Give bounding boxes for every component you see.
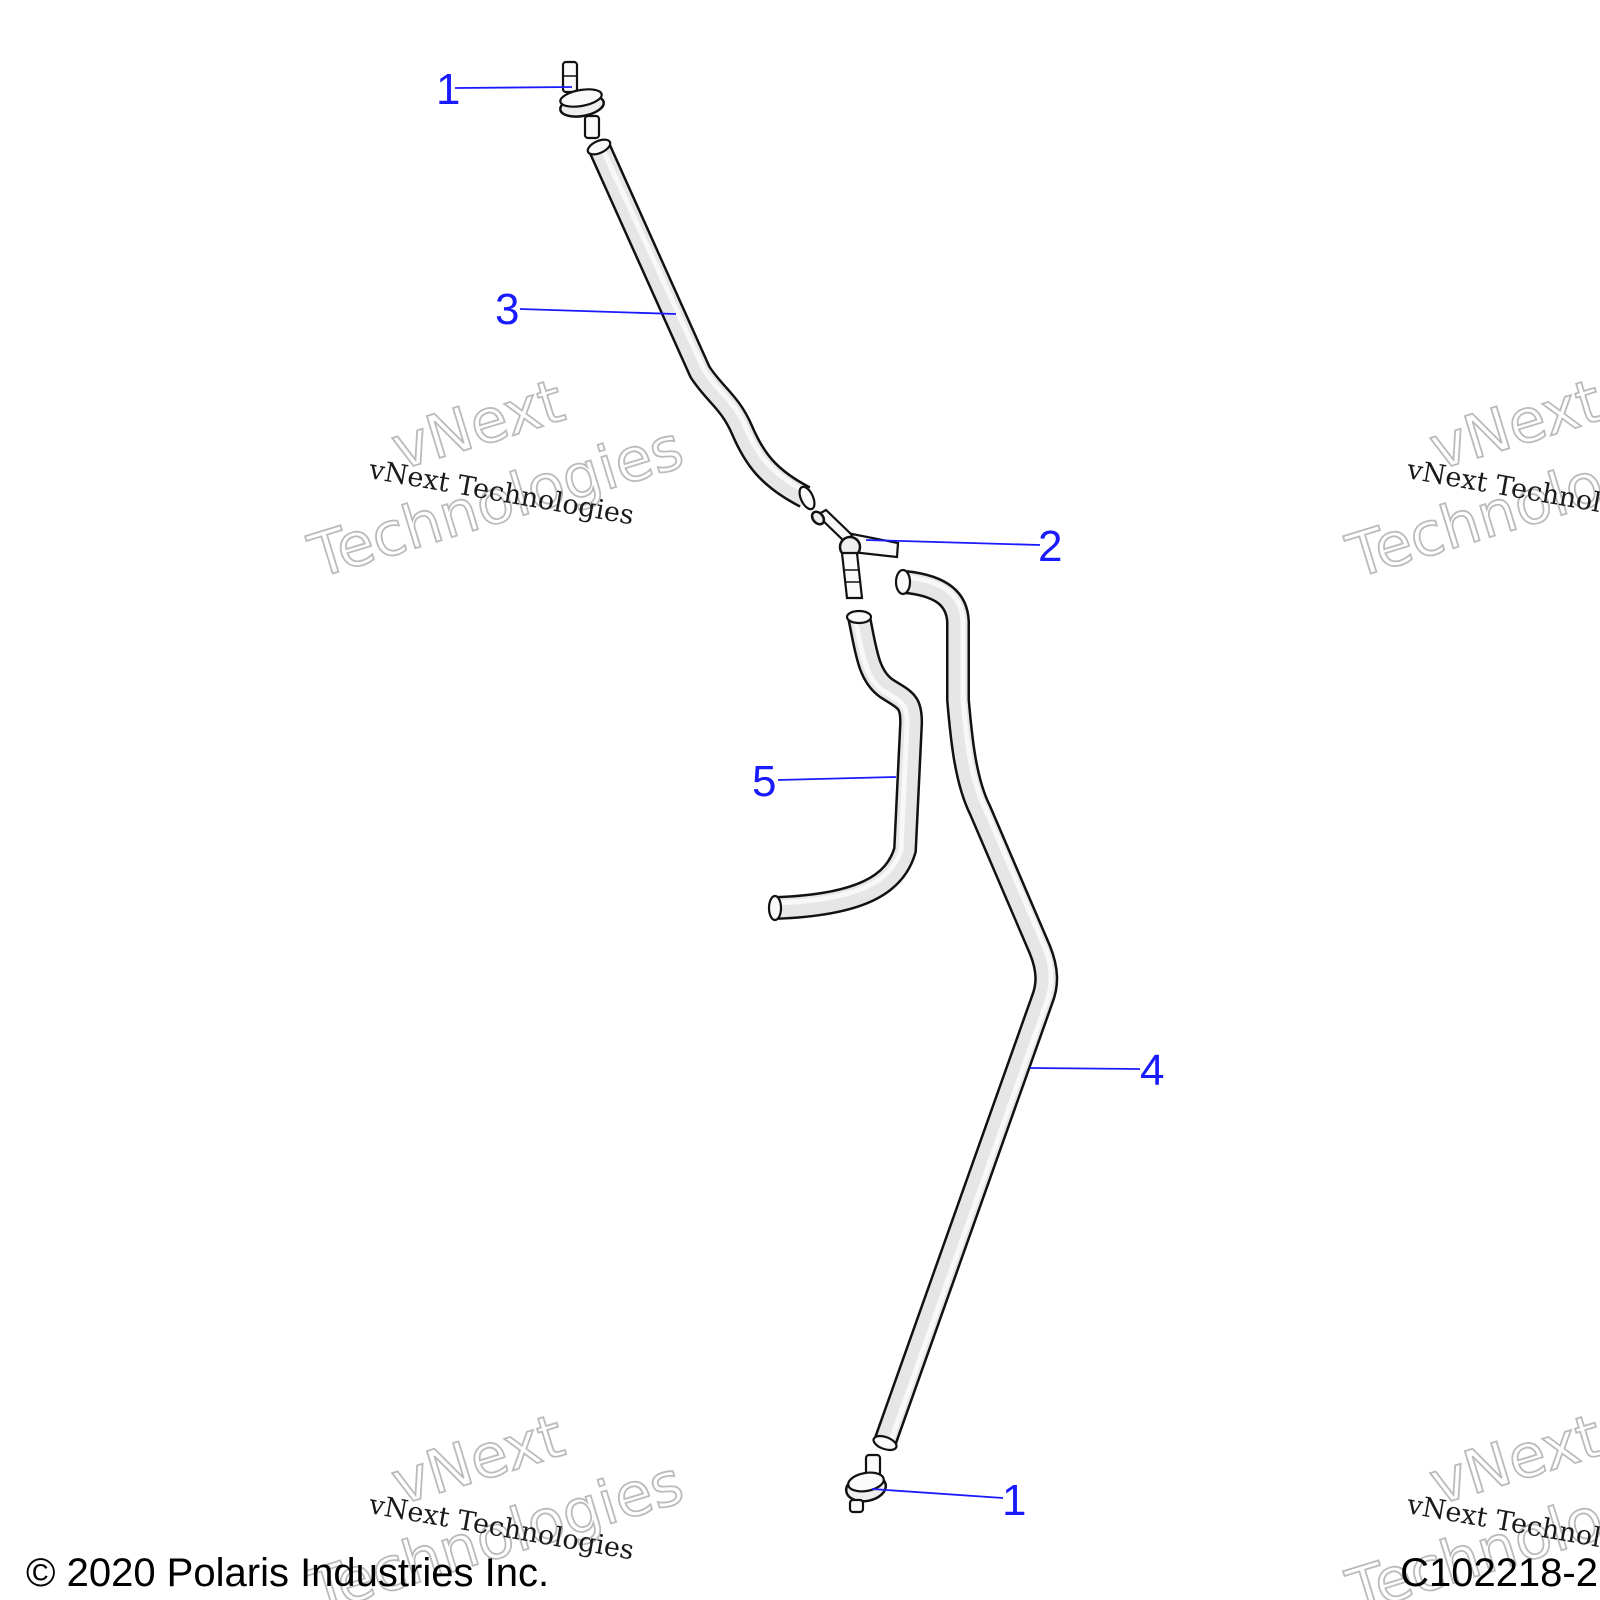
hose-short-part-5[interactable]	[767, 609, 924, 922]
leader-line-1-bottom	[871, 1488, 1004, 1499]
callout-3: 3	[495, 285, 519, 334]
hose-end	[798, 485, 816, 511]
copyright-text: © 2020 Polaris Industries Inc.	[26, 1551, 549, 1595]
callout-1-bottom: 1	[1002, 1476, 1026, 1525]
hose-end	[872, 1434, 898, 1452]
hose-end	[767, 894, 783, 922]
leader-line-3	[519, 308, 677, 315]
callout-4: 4	[1140, 1046, 1164, 1095]
tee-branch-lower	[840, 551, 864, 600]
callout-1-top: 1	[436, 65, 460, 114]
hose-end	[845, 609, 873, 625]
hose-end	[894, 568, 912, 596]
leader-line-2	[865, 539, 1041, 546]
fitting-nipple	[583, 114, 601, 140]
leader-line-5	[777, 776, 897, 781]
hose-end	[586, 138, 612, 156]
leader-lines	[454, 86, 1141, 1499]
watermark-right-upper: vNext Technologies vNext Technologies	[1338, 365, 1600, 593]
leader-line-4	[1029, 1067, 1141, 1070]
tee-fitting-part-2[interactable]	[810, 508, 900, 600]
hose-long-part-4[interactable]	[872, 568, 1059, 1453]
fitting-top-part-1[interactable]	[559, 60, 606, 140]
callout-5: 5	[752, 757, 776, 806]
figure-id: C102218-2	[1400, 1551, 1598, 1595]
leader-line-1-top	[454, 86, 573, 89]
fitting-bottom-part-1[interactable]	[844, 1453, 888, 1514]
callout-2: 2	[1038, 522, 1062, 571]
hose-upper-part-3[interactable]	[586, 137, 818, 512]
fitting-nipple	[848, 1498, 865, 1514]
watermark-left-upper: vNext Technologies vNext Technologies	[300, 365, 692, 593]
